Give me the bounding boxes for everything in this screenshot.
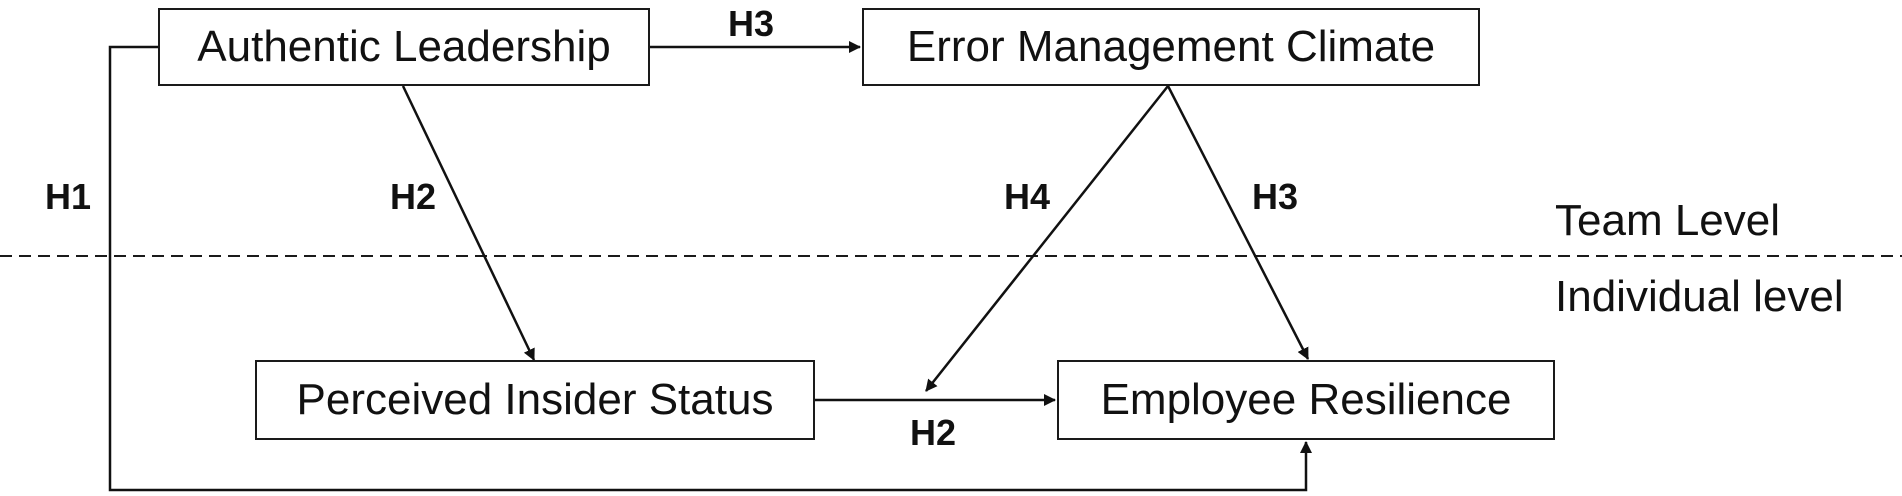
label-h1: H1 — [45, 176, 92, 217]
node-perceived-insider-status: Perceived Insider Status — [255, 360, 815, 440]
arrow-h2-diagonal — [401, 85, 536, 361]
label-h3-top: H3 — [728, 3, 775, 44]
node-error-management-climate: Error Management Climate — [862, 8, 1480, 86]
arrow-h3-right — [1166, 85, 1310, 360]
team-level-label: Team Level — [1555, 196, 1781, 245]
label-h2-top: H2 — [390, 176, 437, 217]
label-h2-bottom: H2 — [910, 412, 957, 453]
label-h3-right: H3 — [1252, 176, 1299, 217]
individual-level-label: Individual level — [1555, 272, 1844, 321]
arrow-h1 — [108, 45, 1312, 492]
label-h4: H4 — [1004, 176, 1051, 217]
arrow-h4 — [925, 85, 1169, 392]
node-authentic-leadership: Authentic Leadership — [158, 8, 650, 86]
node-employee-resilience: Employee Resilience — [1057, 360, 1555, 440]
